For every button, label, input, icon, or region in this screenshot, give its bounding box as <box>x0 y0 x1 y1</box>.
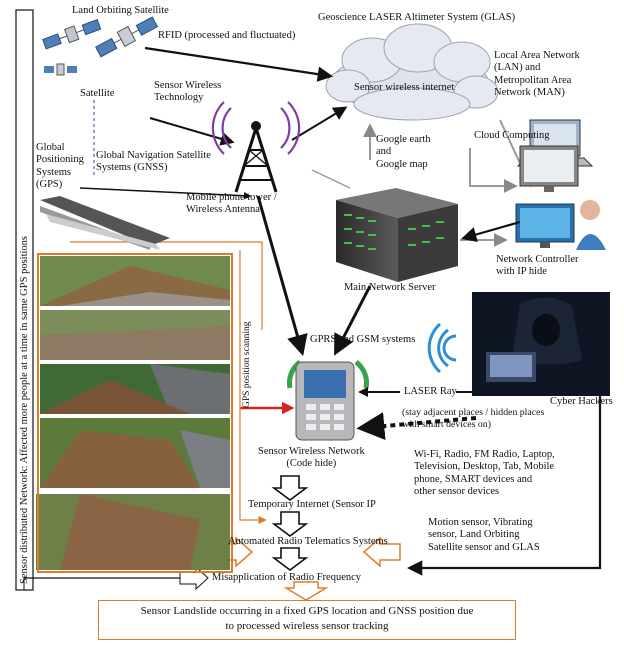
devices-label: Wi-Fi, Radio, FM Radio, Laptop, Televisi… <box>414 449 555 498</box>
rfid-arrow <box>144 46 334 82</box>
gps-to-internet-orange <box>239 500 267 525</box>
glas-label: Geoscience LASER Altimeter System (GLAS) <box>318 12 516 23</box>
tower-to-phone-arrow <box>256 195 308 357</box>
antenna-tower-icon <box>211 101 301 193</box>
laser-ray-label: LASER Ray <box>404 386 457 397</box>
sensor-wireless-network-label: Sensor Wireless Network (Code hide) <box>258 446 365 470</box>
landslide-photo-2 <box>40 310 230 360</box>
cyber-hackers-label: Cyber Hackers <box>550 396 613 407</box>
sensor-wireless-technology-label: Sensor Wireless Technology <box>154 80 222 104</box>
network-controller-label: Network Controller with IP hide <box>496 254 579 278</box>
cloud-computing-gray-loop <box>469 148 518 193</box>
main-server-icon <box>336 188 458 282</box>
controller-to-server-arrow <box>461 220 521 243</box>
stay-adjacent-label: (stay adjacent places / hidden places wi… <box>402 407 545 430</box>
gps-scanning-label: GPS position scanning <box>242 321 252 408</box>
temp-internet-label: Temporary Internet (Sensor IP <box>248 499 376 510</box>
bottom-conclusion-box: Sensor Landslide occurring in a fixed GP… <box>98 600 516 640</box>
devices-dotted-arrow <box>356 412 477 440</box>
hollow-arrow-misapplication-left <box>179 565 209 591</box>
gnss-arrow <box>79 187 252 200</box>
gprs-gsm-label: GPRS and GSM systems <box>310 334 416 345</box>
down-arrow-1 <box>271 475 309 501</box>
cloud-computing-label: Cloud Computing <box>474 130 550 141</box>
gps-label: Global Positioning Systems (GPS) <box>36 142 84 191</box>
mobile-tower-label: Mobile phone tower / Wireless Antenna <box>186 192 277 216</box>
landslide-photo-1 <box>40 256 230 306</box>
down-arrow-to-bottom <box>283 581 329 601</box>
landslide-photo-4 <box>40 418 230 488</box>
motion-sensor-label: Motion sensor, Vibrating sensor, Land Or… <box>428 517 540 553</box>
lan-man-label: Local Area Network (LAN) and Metropolita… <box>494 50 580 99</box>
hacker-right-line <box>406 396 602 576</box>
land-orbiting-satellite-label: Land Orbiting Satellite <box>72 5 169 16</box>
down-arrow-2 <box>271 511 309 537</box>
server-to-phone-arrow <box>334 285 372 356</box>
automated-radio-label: Automated Radio Telematics Systems <box>228 536 388 547</box>
landslide-photo-5 <box>36 494 230 570</box>
tower-to-server-gray <box>311 169 351 189</box>
satellite-icon-1 <box>42 19 102 50</box>
tower-to-cloud-arrow <box>291 106 348 141</box>
rfid-label: RFID (processed and fluctuated) <box>158 30 296 41</box>
cloud-computing-monitor-icon <box>519 145 579 192</box>
mobile-phone-icon <box>287 359 369 441</box>
photos-border-frame <box>37 253 233 573</box>
network-controller-icon <box>515 200 606 250</box>
gps-device-icon <box>40 196 170 250</box>
wifi-icon <box>427 322 457 374</box>
misapplication-label: Misapplication of Radio Frequency <box>212 572 362 583</box>
sensor-wireless-internet-label: Sensor wireless internet <box>354 82 455 93</box>
cyber-hacker-icon <box>472 292 610 396</box>
down-arrow-3 <box>271 547 309 571</box>
satellite-icon-3 <box>44 63 77 76</box>
cloud-icon <box>325 23 499 121</box>
satellite-label: Satellite <box>80 88 115 99</box>
landslide-photo-3 <box>40 364 230 414</box>
hollow-arrow-right-orange <box>362 536 401 568</box>
satellite-icon-2 <box>95 16 159 58</box>
sensor-tech-arrow <box>149 117 235 146</box>
google-label: Google earth and Google map <box>376 134 431 170</box>
left-vertical-label: Sensor distributed Network: Affected mor… <box>19 236 30 584</box>
gnss-label: Global Navigation Satellite Systems (GNS… <box>96 150 211 174</box>
main-server-label: Main Network Server <box>344 282 436 293</box>
